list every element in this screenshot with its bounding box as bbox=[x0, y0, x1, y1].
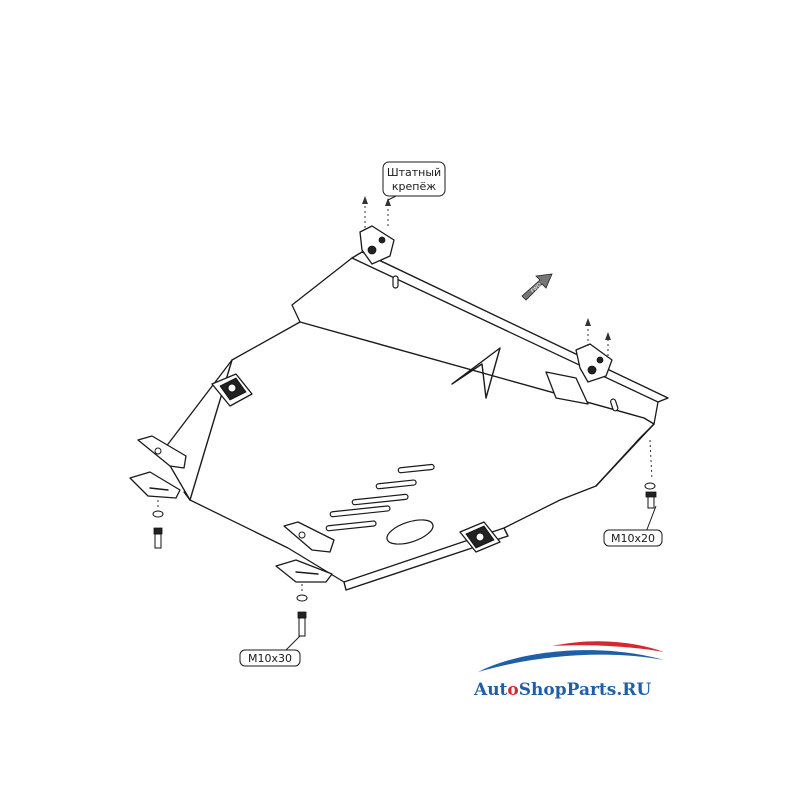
slot-5 bbox=[325, 520, 377, 532]
bolt-assembly-rear: M10x30 bbox=[239, 584, 308, 667]
tab-upper-left bbox=[137, 435, 187, 469]
slot-1 bbox=[397, 463, 435, 474]
upper-step bbox=[643, 417, 655, 425]
fastener-hole bbox=[587, 365, 597, 375]
rear-edge bbox=[183, 491, 509, 591]
flange-slot-left bbox=[392, 275, 399, 289]
tab-slot bbox=[149, 487, 169, 491]
brand-logo: AutoShopParts.RU bbox=[473, 641, 664, 700]
callout-bolt-left: M10x30 bbox=[248, 652, 292, 665]
logo-arc-red bbox=[552, 641, 664, 652]
bolt-assembly-right: M10x20 bbox=[603, 439, 663, 547]
tab-hole bbox=[298, 531, 306, 539]
rear-left-mounting-tabs bbox=[275, 521, 335, 583]
tab-lower-left bbox=[129, 471, 181, 499]
flange-slot-right bbox=[610, 398, 619, 412]
logo-text: AutoShopParts.RU bbox=[473, 680, 651, 700]
callout-stock-fastener-line1: Штатный bbox=[387, 166, 441, 179]
tab-rear-lower bbox=[275, 559, 333, 583]
bolt-assembly-left bbox=[152, 500, 164, 549]
recess-plate bbox=[545, 371, 589, 405]
stamped-chevron bbox=[451, 347, 501, 399]
fwd-arrow-icon bbox=[521, 273, 553, 301]
callout-bolt-right: M10x20 bbox=[611, 532, 655, 545]
front-flange bbox=[351, 251, 669, 403]
slot-2 bbox=[375, 479, 417, 490]
tab-rear-upper bbox=[283, 521, 335, 553]
logo-arc-blue bbox=[478, 650, 664, 672]
right-bend-line bbox=[595, 423, 655, 487]
slot-4 bbox=[329, 505, 391, 518]
ventilation-slots bbox=[325, 463, 435, 545]
bolt-icon bbox=[154, 533, 162, 549]
washer-icon bbox=[296, 594, 308, 602]
callout-stock-fastener: Штатный крепёж bbox=[382, 161, 446, 201]
bracket-top-right bbox=[575, 343, 613, 383]
tab-slot bbox=[295, 571, 319, 575]
fastener-hole bbox=[367, 245, 377, 255]
service-hatch-rear bbox=[459, 521, 501, 553]
bolt-icon bbox=[298, 617, 306, 637]
tab-hole bbox=[154, 447, 162, 455]
washer-icon bbox=[152, 510, 164, 518]
direction-arrow: FWD bbox=[521, 273, 553, 301]
slot-3 bbox=[351, 493, 409, 506]
assembly-lines-top bbox=[362, 196, 611, 356]
left-mounting-tabs bbox=[129, 435, 187, 499]
service-hatch-left bbox=[211, 373, 253, 407]
oval-drain-hole bbox=[386, 519, 434, 545]
callout-stock-fastener-line2: крепёж bbox=[392, 180, 436, 193]
washer-icon bbox=[644, 482, 656, 490]
bracket-top-left bbox=[359, 225, 395, 265]
